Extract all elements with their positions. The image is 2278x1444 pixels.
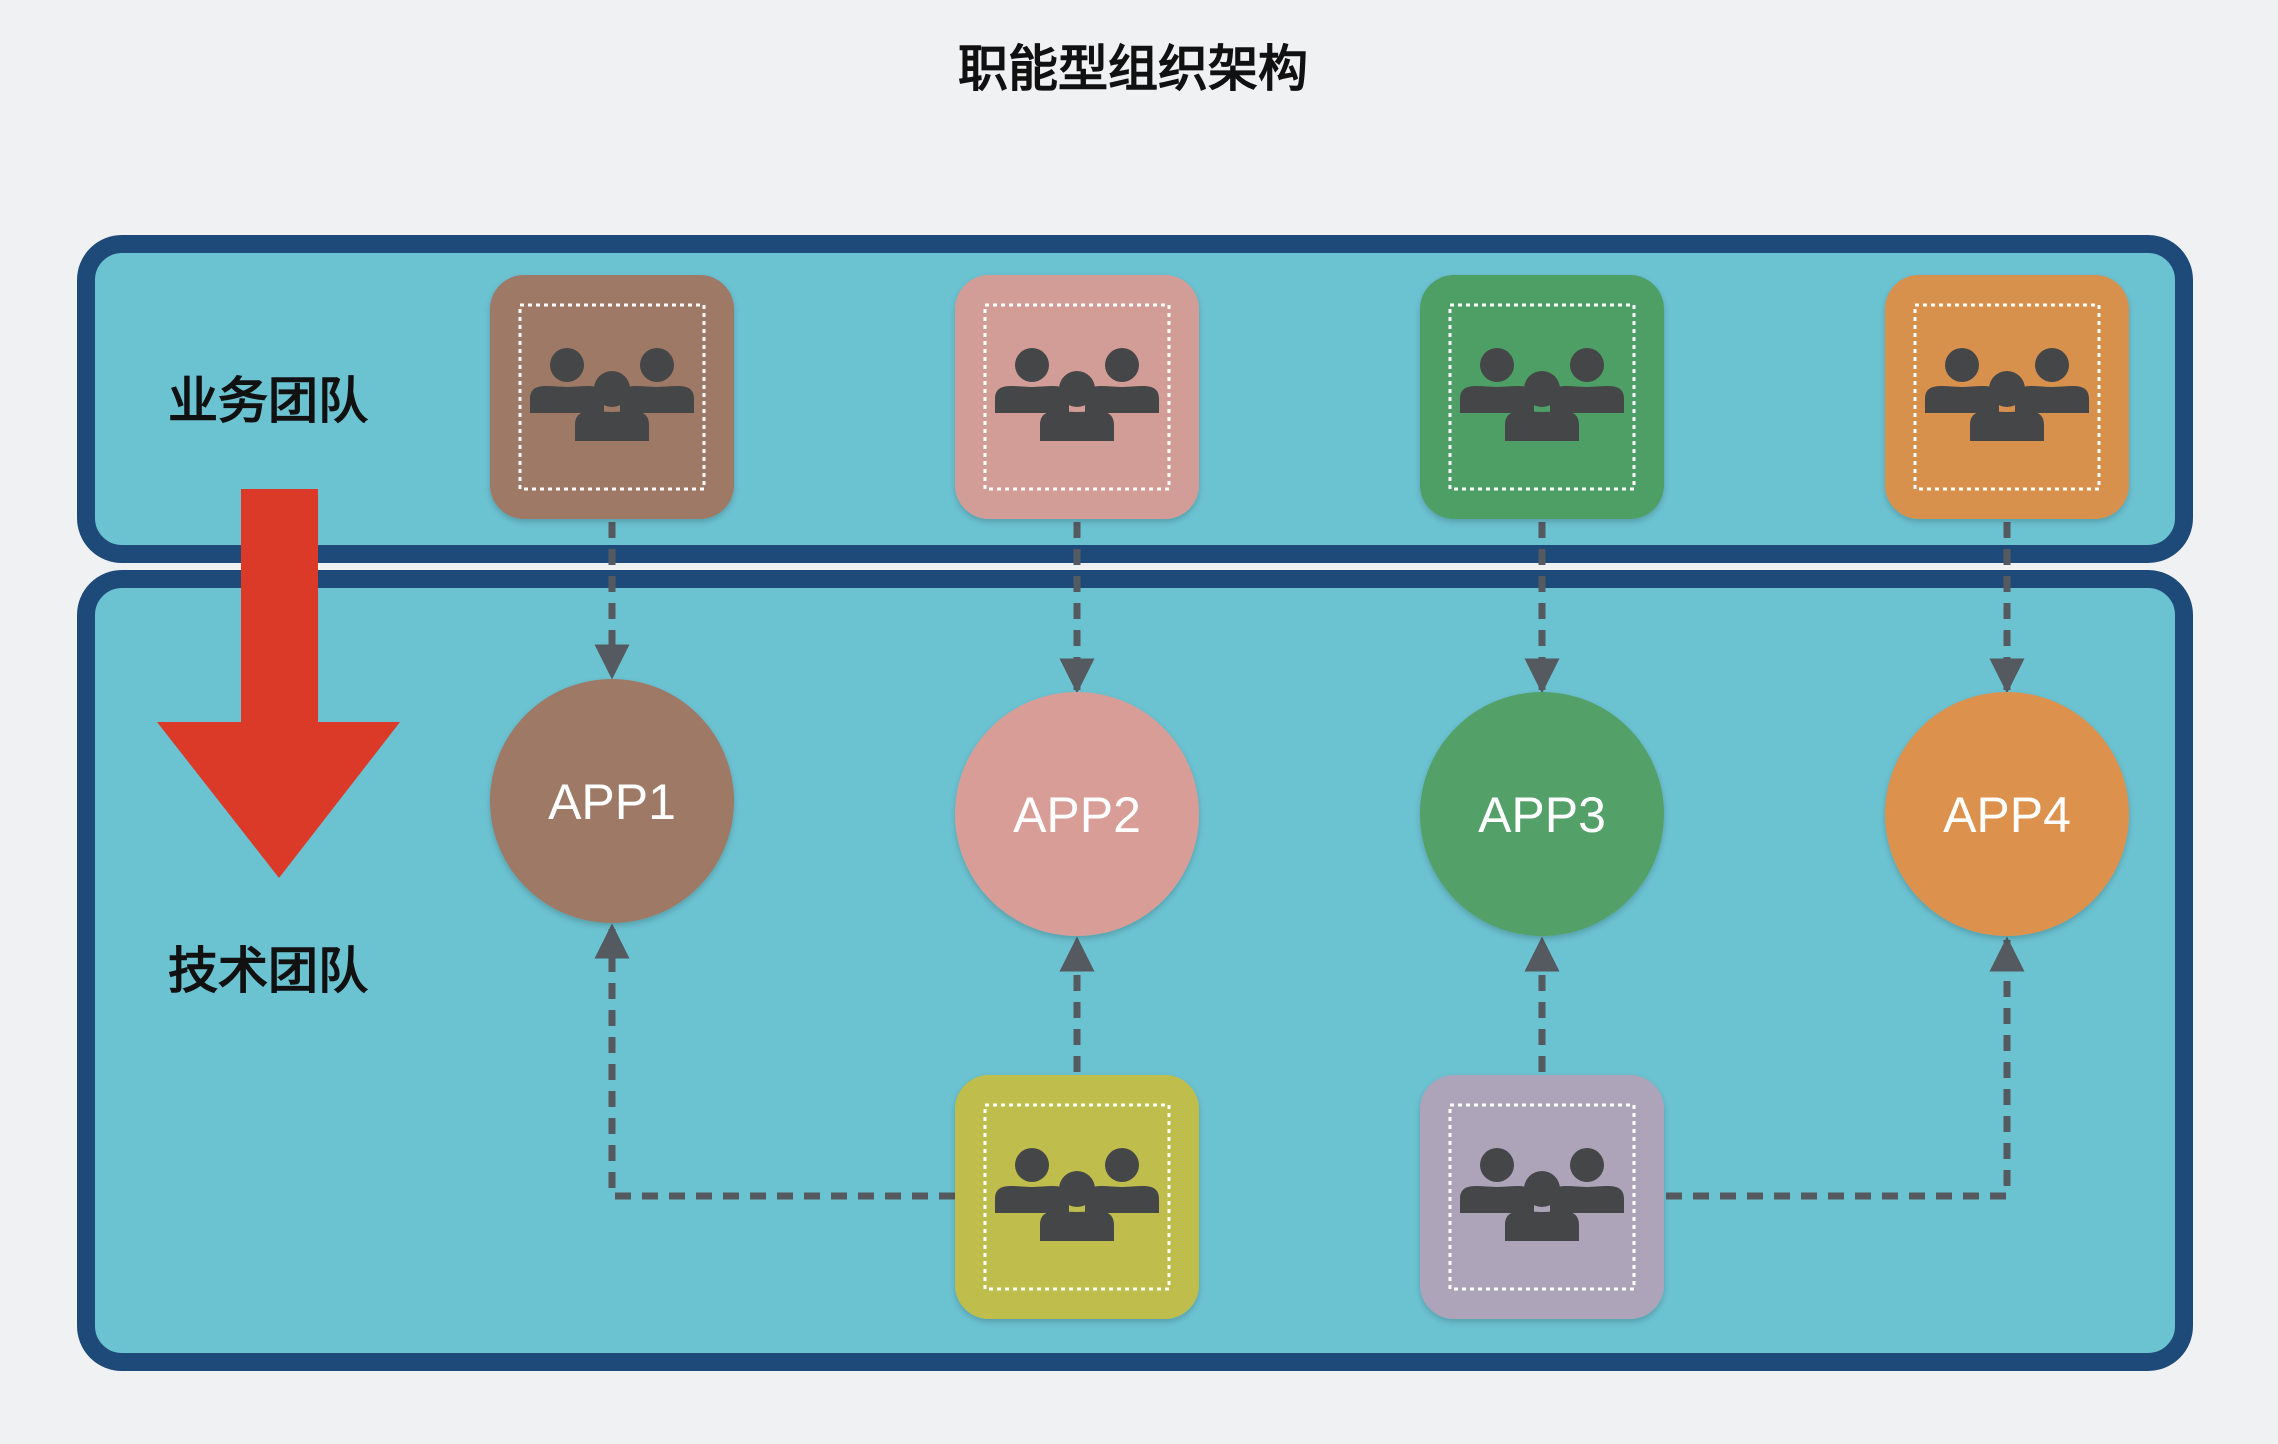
connector-tech2-app4 (1666, 936, 2025, 1200)
apps: APP1 APP2 APP3 APP4 (490, 679, 2129, 936)
business-team-label: 业务团队 (168, 372, 369, 430)
tech-team-2 (1420, 1075, 1664, 1319)
app-circle (490, 679, 734, 923)
app-label: APP4 (1943, 787, 2071, 843)
app-label: APP2 (1013, 787, 1141, 843)
app-node-1: APP1 (490, 679, 734, 923)
diagram-title: 职能型组织架构 (958, 40, 1308, 98)
app-node-4: APP4 (1885, 692, 2129, 936)
connector-tech1-app1 (594, 923, 955, 1200)
business-team-4 (1885, 275, 2129, 519)
business-team-1 (490, 275, 734, 519)
business-team-4-frame (1913, 303, 2101, 491)
app-circle (1420, 692, 1664, 936)
app-label: APP3 (1478, 787, 1606, 843)
tech-teams (955, 1075, 1664, 1319)
business-team-1-frame (518, 303, 706, 491)
app-node-3: APP3 (1420, 692, 1664, 936)
business-team-3 (1420, 275, 1664, 519)
app-node-2: APP2 (955, 692, 1199, 936)
tech-team-label: 技术团队 (168, 942, 369, 1000)
app-circle (1885, 692, 2129, 936)
business-team-2-frame (983, 303, 1171, 491)
app-circle (955, 692, 1199, 936)
business-team-2 (955, 275, 1199, 519)
business-team-3-frame (1448, 303, 1636, 491)
tech-team-2-frame (1448, 1103, 1636, 1291)
tech-team-1-frame (983, 1103, 1171, 1291)
tech-team-1 (955, 1075, 1199, 1319)
business-teams (490, 275, 2129, 519)
flow-down-arrow-icon (157, 489, 400, 878)
app-label: APP1 (548, 774, 676, 830)
